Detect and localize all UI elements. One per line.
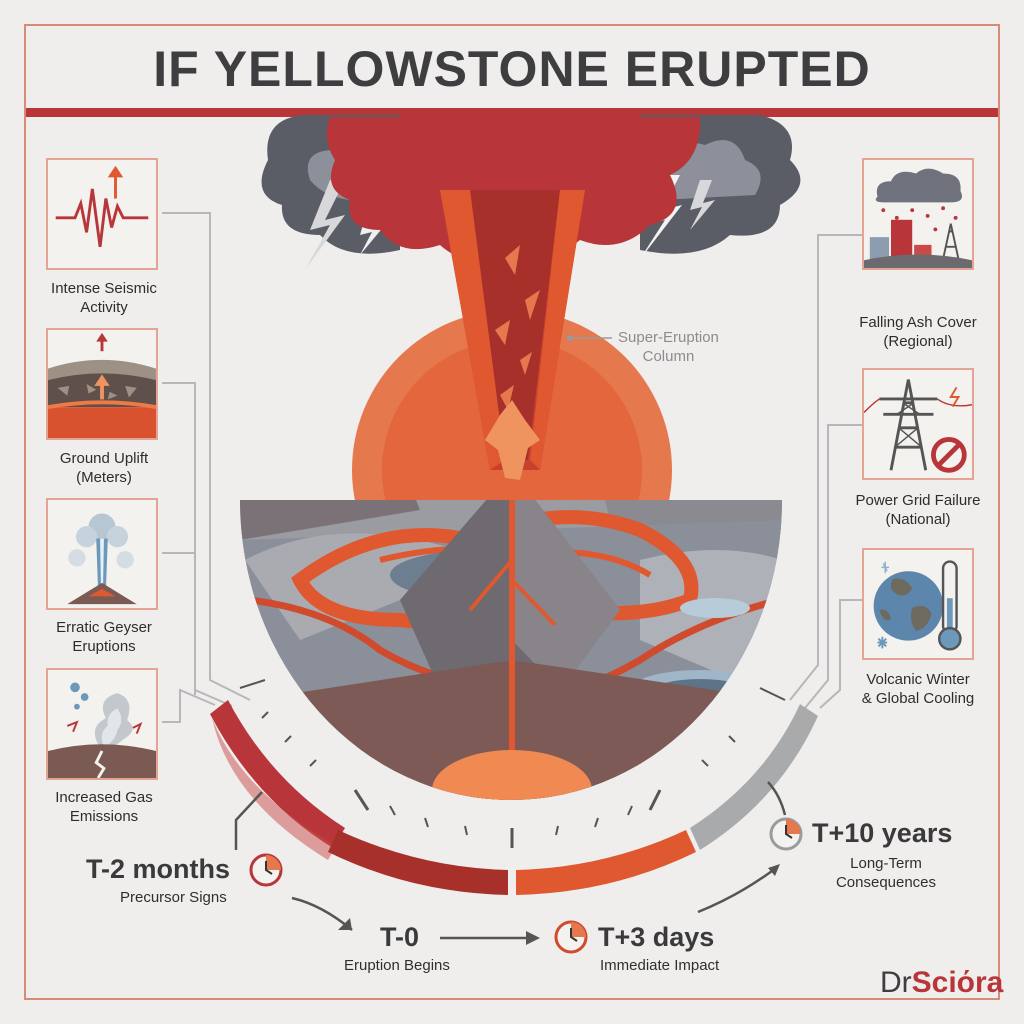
clock-icon-long-term (769, 817, 803, 851)
timeline-t-0: T-0 (380, 922, 420, 952)
timeline-arrows (234, 781, 787, 940)
outer-frame (24, 24, 1000, 1000)
timeline-eruption-desc: Eruption Begins (344, 957, 450, 974)
panel-gas (46, 668, 158, 780)
right-connector-lines (789, 234, 862, 709)
timeline-impact-desc: Immediate Impact (600, 957, 720, 974)
panel-winter (862, 548, 974, 660)
globe-thermometer-icon (873, 560, 962, 651)
geyser-icon (67, 513, 137, 605)
panel-ground-uplift (46, 328, 158, 440)
ground-uplift-icon (48, 332, 156, 438)
arc-segment-impact (516, 830, 696, 895)
panel-ash-label: Falling Ash Cover(Regional) (859, 314, 977, 350)
timeline-precursor-desc: Precursor Signs (120, 889, 227, 906)
clock-icon-impact (554, 920, 588, 954)
seismograph-icon (55, 165, 149, 247)
timeline-t-minus-2-months: T-2 months (86, 854, 231, 884)
arc-segment-precursor (210, 700, 345, 848)
panel-ground-uplift-label: Ground Uplift(Meters) (59, 450, 149, 486)
eruption-column (440, 190, 585, 480)
clock-icon-precursor (249, 853, 283, 887)
timeline-t-plus-10-years: T+10 years (812, 818, 953, 848)
ash-fall-city-icon (864, 168, 972, 268)
power-tower-icon (864, 379, 972, 473)
left-connector-lines (162, 212, 251, 723)
panel-power-label: Power Grid Failure(National) (855, 492, 981, 528)
arc-segment-long-term (690, 704, 818, 850)
eruption-cloud (326, 117, 701, 260)
arrow-heads (338, 864, 780, 945)
title-underline (26, 108, 998, 117)
brand-logo: DrSciόra (880, 966, 1004, 999)
panel-seismic (46, 158, 158, 270)
timeline-t-plus-3-days: T+3 days (598, 922, 715, 952)
page-title: IF YELLOWSTONE ERUPTED (153, 41, 871, 97)
arc-segment-eruption (328, 830, 508, 895)
panel-winter-label: Volcanic Winter& Global Cooling (861, 671, 975, 707)
panel-ash (862, 158, 974, 270)
timeline-arc (210, 679, 818, 895)
panel-geyser (46, 498, 158, 610)
gas-vent-icon (48, 682, 156, 778)
panel-power (862, 368, 974, 480)
